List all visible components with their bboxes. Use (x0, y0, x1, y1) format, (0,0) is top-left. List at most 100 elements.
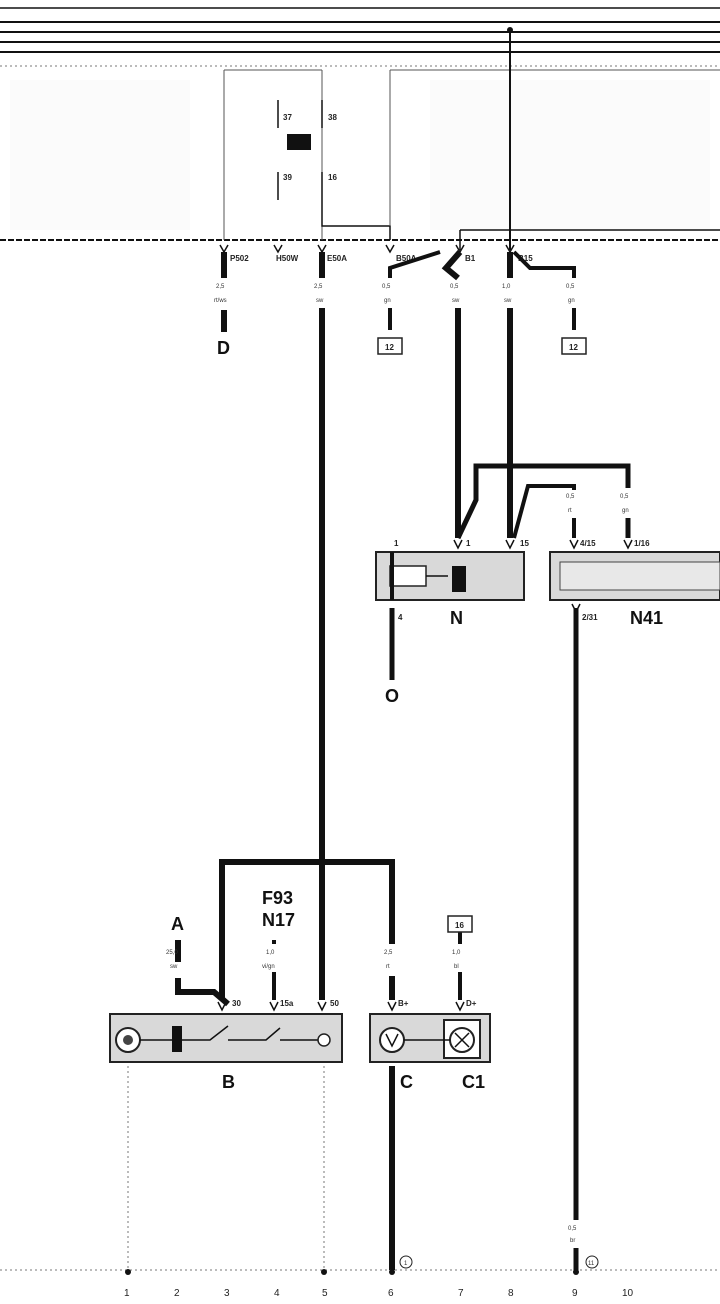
generator-label-c1: C1 (462, 1072, 485, 1092)
relay-pin-38: 38 (328, 113, 337, 122)
module-n: 1 1 15 4 N (375, 539, 529, 628)
svg-text:2,5: 2,5 (216, 284, 225, 290)
top-bus-lines (0, 7, 720, 67)
wire-spec-p502: 2,5 rt/ws (214, 284, 227, 304)
module-n41-pin-1-16: 1/16 (634, 539, 650, 548)
module-n-label: N (450, 608, 463, 628)
svg-text:sw: sw (504, 298, 512, 304)
wire-spec-n17: 1,0 vi/gn (262, 950, 275, 970)
wire-spec-b15b: 0,5 gn (566, 284, 575, 304)
generator-pin-bplus: B+ (398, 999, 409, 1008)
svg-text:0,5: 0,5 (566, 494, 575, 500)
generator-icon (379, 1027, 405, 1053)
wire-spec-b50a: 0,5 gn (382, 284, 391, 304)
connector-h50w: H50W (276, 254, 299, 263)
module-n41-pin-4-15: 4/15 (580, 539, 596, 548)
starter-pin-15a: 15a (280, 999, 294, 1008)
svg-text:16: 16 (455, 921, 464, 930)
svg-text:1,0: 1,0 (452, 950, 461, 956)
relay-coil (287, 134, 311, 150)
module-n41-label: N41 (630, 608, 663, 628)
ref-f93: F93 (262, 888, 293, 908)
ref-o: O (385, 686, 399, 706)
bottom-mark-1: 1 (404, 1261, 408, 1267)
ref-a: A (171, 914, 184, 934)
wire-spec-n41out: 0,5 br (568, 1226, 577, 1244)
svg-text:1,0: 1,0 (502, 284, 511, 290)
connector-b15: B15 (518, 254, 533, 263)
svg-text:0,5: 0,5 (382, 284, 391, 290)
svg-text:br: br (570, 1238, 575, 1244)
ref-d: D (217, 338, 230, 358)
wire-spec-dplus: 1,0 bl (452, 950, 461, 970)
top-panel: 37 38 39 16 (0, 27, 720, 250)
track-number-9: 9 (572, 1288, 578, 1299)
svg-text:1,0: 1,0 (266, 950, 275, 956)
generator-c: B+ D+ C C1 (369, 999, 491, 1092)
background-text-blocks (10, 80, 710, 230)
starter-pin-30: 30 (232, 999, 241, 1008)
reference-labels: D 12 12 O A F93 N17 16 (171, 337, 587, 934)
starter-b: 30 15a 50 B (109, 999, 343, 1092)
track-number-10: 10 (622, 1288, 634, 1299)
connector-p502: P502 (230, 254, 249, 263)
svg-text:0,5: 0,5 (566, 284, 575, 290)
connector-b50a: B50A (396, 254, 417, 263)
track-number-4: 4 (274, 1288, 280, 1299)
generator-label-c: C (400, 1072, 413, 1092)
wire-spec-n41a: 0,5 rt (566, 494, 575, 514)
track-number-7: 7 (458, 1288, 464, 1299)
svg-text:rt: rt (386, 964, 390, 970)
wire-spec-a: 25,0 sw (166, 950, 178, 970)
svg-text:12: 12 (569, 343, 578, 352)
track-number-6: 6 (388, 1288, 394, 1299)
svg-text:sw: sw (452, 298, 460, 304)
track-number-2: 2 (174, 1288, 180, 1299)
track-number-3: 3 (224, 1288, 230, 1299)
svg-text:sw: sw (316, 298, 324, 304)
svg-text:gn: gn (622, 508, 629, 514)
relay-pin-37: 37 (283, 113, 292, 122)
module-n41: 4/15 1/16 2/31 N41 (549, 539, 720, 628)
relay-pin-16: 16 (328, 173, 337, 182)
starter-label: B (222, 1072, 235, 1092)
svg-text:2,5: 2,5 (384, 950, 393, 956)
svg-text:gn: gn (384, 298, 391, 304)
wire-spec-n41b: 0,5 gn (620, 494, 629, 514)
track-numbers: 1 2 3 4 5 6 7 8 9 10 (124, 1288, 634, 1299)
svg-text:12: 12 (385, 343, 394, 352)
svg-text:0,5: 0,5 (450, 284, 459, 290)
svg-text:0,5: 0,5 (568, 1226, 577, 1232)
svg-text:0,5: 0,5 (620, 494, 629, 500)
track-number-8: 8 (508, 1288, 514, 1299)
svg-text:gn: gn (568, 298, 575, 304)
connector-labels: P502 H50W E50A B50A B1 B15 (219, 244, 533, 263)
bottom-mark-11: 11 (588, 1261, 595, 1267)
module-n-pin-15: 15 (520, 539, 529, 548)
connector-e50a: E50A (327, 254, 347, 263)
module-n41-pin-2-31: 2/31 (582, 613, 598, 622)
ref-box-12a (377, 337, 403, 355)
svg-text:25,0: 25,0 (166, 950, 178, 956)
relay-pin-39: 39 (283, 173, 292, 182)
wire-spec-b1: 0,5 sw (450, 284, 460, 304)
track-number-5: 5 (322, 1288, 328, 1299)
wire-specs: 2,5 rt/ws 2,5 sw 0,5 gn 0,5 sw 1,0 sw 0,… (166, 284, 629, 1244)
svg-text:rt/ws: rt/ws (214, 298, 227, 304)
module-n-pin-4: 4 (398, 613, 403, 622)
wire-spec-bplus: 2,5 rt (384, 950, 393, 970)
relay: 37 38 39 16 (277, 100, 337, 200)
svg-text:2,5: 2,5 (314, 284, 323, 290)
wires (0, 250, 720, 1275)
bottom-marks: 1 11 (399, 1255, 599, 1269)
module-n-pin-1b: 1 (466, 539, 471, 548)
generator-pin-dplus: D+ (466, 999, 477, 1008)
svg-text:bl: bl (454, 964, 459, 970)
svg-text:vi/gn: vi/gn (262, 964, 275, 970)
svg-text:sw: sw (170, 964, 178, 970)
ref-n17: N17 (262, 910, 295, 930)
starter-pin-50: 50 (330, 999, 339, 1008)
ref-box-16 (447, 915, 473, 933)
connector-b1: B1 (465, 254, 476, 263)
